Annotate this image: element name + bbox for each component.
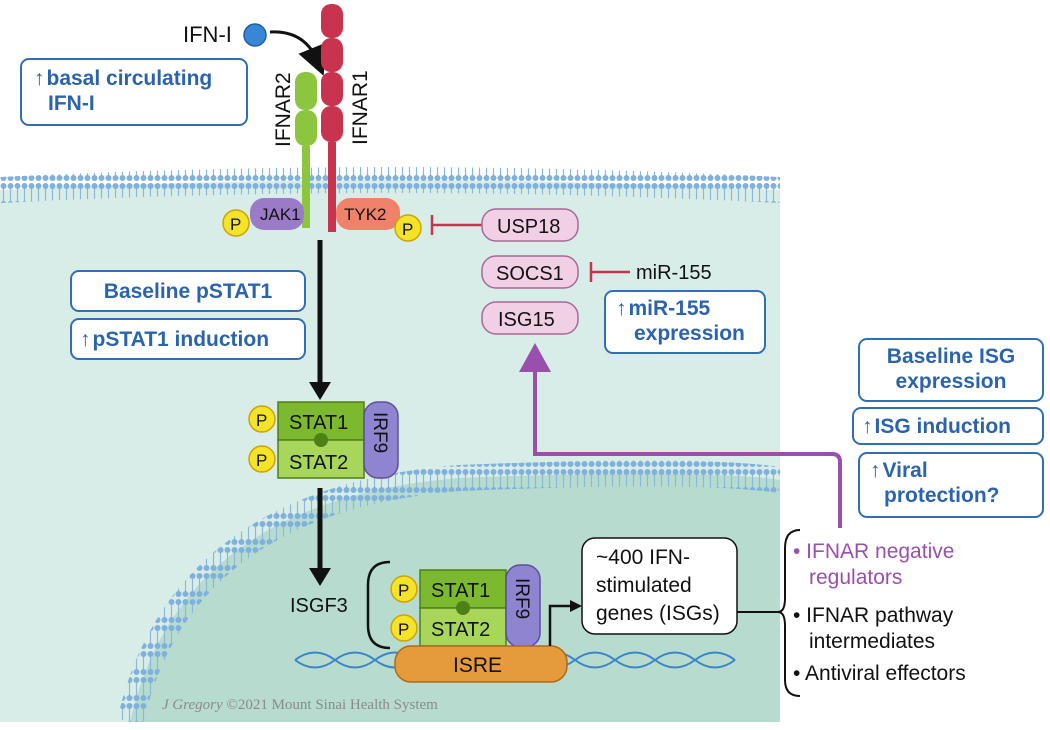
usp18-label: USP18 <box>497 216 560 238</box>
category-neg-line-1: • IFNAR negative <box>793 540 954 563</box>
lower-stat2-label: STAT2 <box>431 619 490 641</box>
finding-pstat1-induction: ↑pSTAT1 induction <box>70 318 306 360</box>
tyk2-kinase <box>336 198 400 230</box>
stat-complex-upper <box>248 401 399 479</box>
tyk2-label: TYK2 <box>344 205 387 224</box>
jak1-phospho: P <box>222 209 250 237</box>
category-antiviral: • Antiviral effectors <box>793 662 966 685</box>
finding-mir155-expression: ↑miR-155 expression <box>604 290 766 354</box>
ifn-ligand <box>243 23 267 47</box>
up-arrow-icon: ↑ <box>34 67 45 90</box>
upper-irf9-label: IRF9 <box>369 412 390 453</box>
tyk2-phospho: P <box>394 214 422 242</box>
category-inter-line-2: intermediates <box>809 630 935 653</box>
up-arrow-icon: ↑ <box>862 415 873 438</box>
image-credit: J Gregory ©2021 Mount Sinai Health Syste… <box>162 697 438 713</box>
isre-label: ISRE <box>453 654 502 677</box>
isg15-box <box>481 301 579 335</box>
ifn-ligand-label: IFN-I <box>183 22 232 47</box>
isre-element <box>394 645 568 683</box>
plasma-membrane <box>0 167 780 203</box>
isgf3-bracket <box>366 560 391 650</box>
finding-isg-induction: ↑ISG induction <box>852 407 1044 445</box>
lower-stat1-label: STAT1 <box>431 580 490 602</box>
isg15-label: ISG15 <box>498 309 555 331</box>
upper-p1: P <box>256 411 267 430</box>
category-brace <box>777 529 801 697</box>
transcription-arrow <box>548 604 574 646</box>
lower-p1: P <box>398 581 409 600</box>
negative-feedback-arrow <box>533 370 842 528</box>
up-arrow-icon: ↑ <box>616 297 627 320</box>
ifnar1-receptor <box>321 4 343 232</box>
socs1-label: SOCS1 <box>496 263 564 285</box>
finding-viral-protection: ↑Viral protection? <box>858 452 1044 518</box>
ifnar2-label: IFNAR2 <box>272 72 295 147</box>
binding-arrow <box>269 30 327 76</box>
isgs-line-1: ~400 IFN- <box>596 546 690 569</box>
isgs-box <box>581 537 738 635</box>
ifnar1-label: IFNAR1 <box>349 70 372 145</box>
category-neg-line-2: regulators <box>809 566 902 589</box>
usp18-box <box>481 208 579 242</box>
svg-text:P: P <box>230 215 241 234</box>
jak1-label: JAK1 <box>260 205 301 224</box>
finding-baseline-isg: Baseline ISG expression <box>858 338 1044 402</box>
jak1-kinase <box>250 198 304 230</box>
finding-baseline-pstat1: Baseline pSTAT1 <box>70 270 306 312</box>
finding-basal-ifn: ↑basal circulating IFN-I <box>20 58 248 126</box>
lower-p2: P <box>398 620 409 639</box>
ifnar2-receptor <box>295 72 317 228</box>
stat-complex-lower <box>390 564 541 648</box>
upper-p2: P <box>256 451 267 470</box>
up-arrow-icon: ↑ <box>80 328 91 351</box>
nuclear-membrane <box>117 460 780 722</box>
upper-stat2-label: STAT2 <box>289 452 348 474</box>
svg-text:P: P <box>402 220 413 239</box>
lower-irf9-label: IRF9 <box>511 578 532 619</box>
up-arrow-icon: ↑ <box>870 459 881 482</box>
socs1-box <box>481 255 579 289</box>
upper-stat1-label: STAT1 <box>289 412 348 434</box>
mir155-label: miR-155 <box>636 262 712 284</box>
isgs-line-3: genes (ISGs) <box>596 602 720 625</box>
isgf3-label: ISGF3 <box>290 595 348 617</box>
isgs-line-2: stimulated <box>596 574 692 597</box>
category-inter-line-1: • IFNAR pathway <box>793 604 954 627</box>
